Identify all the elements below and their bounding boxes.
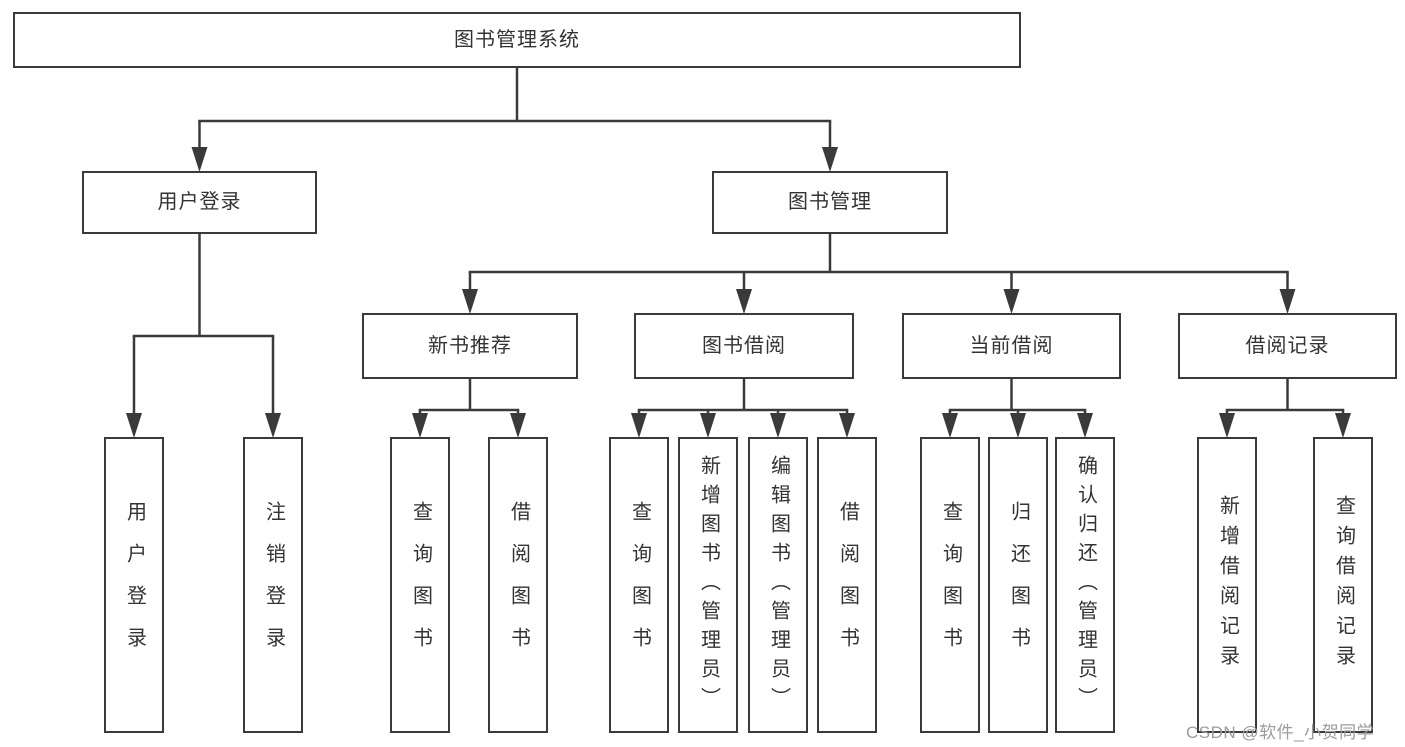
arrowhead-icon xyxy=(265,413,281,438)
node-label: 新增借阅记录 xyxy=(1216,495,1239,675)
node-leaf-edit-books-admin: 编辑图书（管理员） xyxy=(748,437,808,733)
arrowhead-icon xyxy=(412,413,428,438)
node-label: 图书借阅 xyxy=(702,334,786,357)
arrowhead-icon xyxy=(191,147,208,172)
node-leaf-return-books: 归还图书 xyxy=(988,437,1048,733)
node-leaf-query-books-rec: 查询图书 xyxy=(390,437,450,733)
arrowhead-icon xyxy=(631,413,647,438)
node-label: 借阅图书 xyxy=(836,501,859,669)
node-book-borrowing: 图书借阅 xyxy=(634,313,854,379)
arrowhead-icon xyxy=(770,413,786,438)
arrowhead-icon xyxy=(736,289,752,314)
node-leaf-user-login: 用户登录 xyxy=(104,437,164,733)
arrowhead-icon xyxy=(126,413,142,438)
node-borrow-records: 借阅记录 xyxy=(1178,313,1397,379)
node-label: 归还图书 xyxy=(1007,501,1030,669)
watermark: CSDN @软件_小贺同学 xyxy=(1186,723,1375,742)
node-label: 借阅图书 xyxy=(507,501,530,669)
node-label: 新书推荐 xyxy=(428,334,512,357)
node-leaf-borrow-books: 借阅图书 xyxy=(817,437,877,733)
arrowhead-icon xyxy=(822,147,838,172)
arrowhead-icon xyxy=(942,413,958,438)
node-label: 查询图书 xyxy=(409,501,432,669)
node-book-management: 图书管理 xyxy=(712,171,948,234)
node-label: 新增图书（管理员） xyxy=(697,454,720,716)
node-label: 借阅记录 xyxy=(1245,334,1330,357)
node-label: 查询图书 xyxy=(628,501,651,669)
node-label: 注销登录 xyxy=(262,501,285,669)
node-label: 当前借阅 xyxy=(969,334,1054,357)
node-leaf-add-books-admin: 新增图书（管理员） xyxy=(678,437,738,733)
arrowhead-icon xyxy=(839,413,855,438)
arrowhead-icon xyxy=(1077,413,1093,438)
arrowhead-icon xyxy=(1335,413,1351,438)
node-user-login: 用户登录 xyxy=(82,171,317,234)
arrowhead-icon xyxy=(462,289,478,314)
node-leaf-confirm-return-admin: 确认归还（管理员） xyxy=(1055,437,1115,733)
arrowhead-icon xyxy=(1219,413,1235,438)
node-leaf-query-books-cur: 查询图书 xyxy=(920,437,980,733)
arrowhead-icon xyxy=(1003,289,1020,314)
node-leaf-borrow-books-rec: 借阅图书 xyxy=(488,437,548,733)
node-label: 用户登录 xyxy=(123,501,146,669)
arrowhead-icon xyxy=(510,413,526,438)
node-root: 图书管理系统 xyxy=(13,12,1021,68)
node-label: 查询借阅记录 xyxy=(1332,495,1355,675)
arrowhead-icon xyxy=(1279,289,1296,314)
node-leaf-query-books-bor: 查询图书 xyxy=(609,437,669,733)
node-label: 图书管理 xyxy=(788,191,872,213)
node-current-borrowing: 当前借阅 xyxy=(902,313,1121,379)
node-label: 确认归还（管理员） xyxy=(1074,454,1097,716)
node-label: 用户登录 xyxy=(157,191,242,213)
node-label: 图书管理系统 xyxy=(454,28,580,51)
node-label: 编辑图书（管理员） xyxy=(767,454,790,716)
node-new-book-recommend: 新书推荐 xyxy=(362,313,578,379)
node-leaf-add-borrow-record: 新增借阅记录 xyxy=(1197,437,1257,733)
node-leaf-logout-login: 注销登录 xyxy=(243,437,303,733)
arrowhead-icon xyxy=(1010,413,1026,438)
arrowhead-icon xyxy=(700,413,716,438)
node-label: 查询图书 xyxy=(939,501,962,669)
node-leaf-query-borrow-record: 查询借阅记录 xyxy=(1313,437,1373,733)
